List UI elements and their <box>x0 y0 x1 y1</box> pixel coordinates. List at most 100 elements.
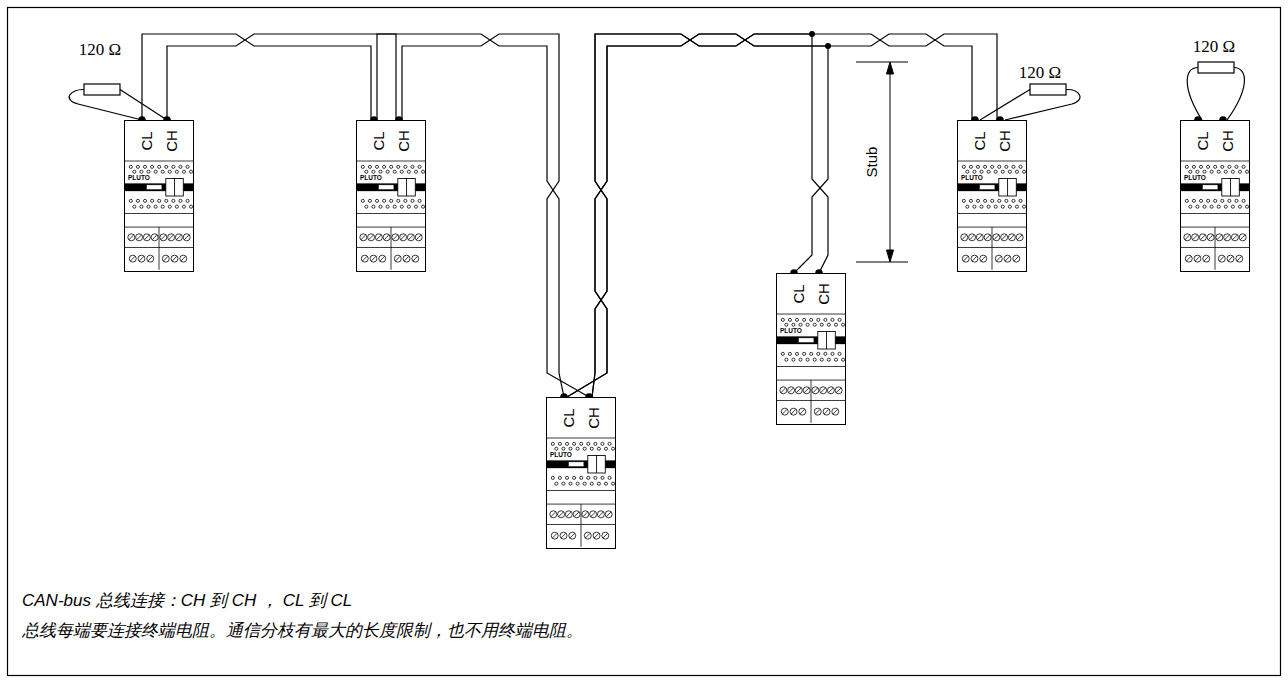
led-dot <box>368 165 371 168</box>
led-dot <box>1246 170 1249 173</box>
screw-slot <box>574 512 579 517</box>
led-dot <box>1242 165 1245 168</box>
cl-wire <box>567 34 972 397</box>
led-dot <box>998 199 1001 202</box>
led-dot <box>1235 199 1238 202</box>
led-dot <box>393 205 396 208</box>
led-dot <box>1242 199 1245 202</box>
pin-name: CH <box>164 130 179 152</box>
pin-name: CL <box>791 284 806 303</box>
led-dot <box>1008 205 1011 208</box>
screw-terminal <box>593 532 600 539</box>
led-dot <box>372 205 375 208</box>
led-dot <box>565 476 568 479</box>
led-dot <box>151 199 154 202</box>
led-dot <box>806 358 809 361</box>
screw-terminal <box>835 387 842 394</box>
led-dot <box>1023 170 1026 173</box>
led-dot <box>400 170 403 173</box>
led-dot <box>1231 170 1234 173</box>
led-dot <box>383 199 386 202</box>
led-dot <box>129 199 132 202</box>
led-dot <box>587 442 590 445</box>
led-dot <box>973 205 976 208</box>
screw-terminal <box>183 234 190 241</box>
housing-line <box>125 161 193 270</box>
led-dot <box>820 323 823 326</box>
screw-slot <box>169 235 174 240</box>
led-dot <box>810 352 813 355</box>
led-dot <box>143 165 146 168</box>
module-details <box>777 314 845 423</box>
screw-slot <box>401 235 406 240</box>
screw-terminal <box>370 255 377 262</box>
led-dot <box>604 447 607 450</box>
resistor-lead <box>1187 68 1202 121</box>
screw-terminal <box>361 255 368 262</box>
screw-slot <box>1237 256 1242 261</box>
screw-slot <box>594 533 599 538</box>
screw-slot <box>371 256 376 261</box>
screw-terminal <box>383 234 390 241</box>
led-dot <box>834 358 837 361</box>
led-dot <box>158 165 161 168</box>
led-dot <box>824 352 827 355</box>
led-dot <box>1207 165 1210 168</box>
led-dot <box>788 318 791 321</box>
pin-name: CL <box>139 131 154 150</box>
led-dot <box>1231 205 1234 208</box>
screw-slot <box>1002 235 1007 240</box>
screw-terminal <box>584 532 591 539</box>
screw-slot <box>1185 235 1190 240</box>
pin-name: CL <box>561 408 576 427</box>
led-dot <box>1217 170 1220 173</box>
led-dot <box>1224 170 1227 173</box>
module-details <box>1181 161 1249 270</box>
screw-terminal <box>969 234 976 241</box>
led-dot <box>583 447 586 450</box>
screw-terminal <box>162 255 169 262</box>
led-dot <box>962 165 965 168</box>
ch-wire <box>167 34 396 120</box>
module-illustration <box>547 398 615 548</box>
led-dot <box>831 352 834 355</box>
led-dot <box>817 318 820 321</box>
screw-terminal <box>168 234 175 241</box>
screw-terminal <box>392 234 399 241</box>
led-dot <box>1221 199 1224 202</box>
led-dot <box>597 482 600 485</box>
led-dot <box>1214 199 1217 202</box>
screw-terminal <box>368 234 375 241</box>
screw-terminal <box>151 234 158 241</box>
screw-slot <box>1204 256 1209 261</box>
led-dot <box>558 476 561 479</box>
module-illustration <box>958 121 1026 271</box>
screw-slot <box>177 235 182 240</box>
led-dot <box>418 199 421 202</box>
module-illustration <box>1181 121 1249 271</box>
led-dot <box>991 165 994 168</box>
led-dot <box>375 165 378 168</box>
pin-name: CH <box>816 283 831 305</box>
screw-terminal <box>136 234 143 241</box>
screw-slot <box>409 235 414 240</box>
led-dot <box>558 442 561 445</box>
led-dot <box>973 170 976 173</box>
led-dot <box>612 447 615 450</box>
screw-slot <box>413 256 418 261</box>
screw-slot <box>606 512 611 517</box>
screw-terminal <box>799 408 806 415</box>
led-dot <box>143 199 146 202</box>
caption-note: CAN-bus 总线连接：CH 到 CH ， CL 到 CL <box>22 590 352 612</box>
arrowhead <box>887 250 894 262</box>
pin-name: CL <box>972 131 987 150</box>
led-dot <box>806 323 809 326</box>
led-dot <box>976 165 979 168</box>
resistor-value: 120 Ω <box>1193 37 1235 57</box>
module-illustration <box>125 121 193 271</box>
led-dot <box>1228 199 1231 202</box>
screw-slot <box>978 235 983 240</box>
led-dot <box>799 323 802 326</box>
arrowhead <box>887 62 894 74</box>
